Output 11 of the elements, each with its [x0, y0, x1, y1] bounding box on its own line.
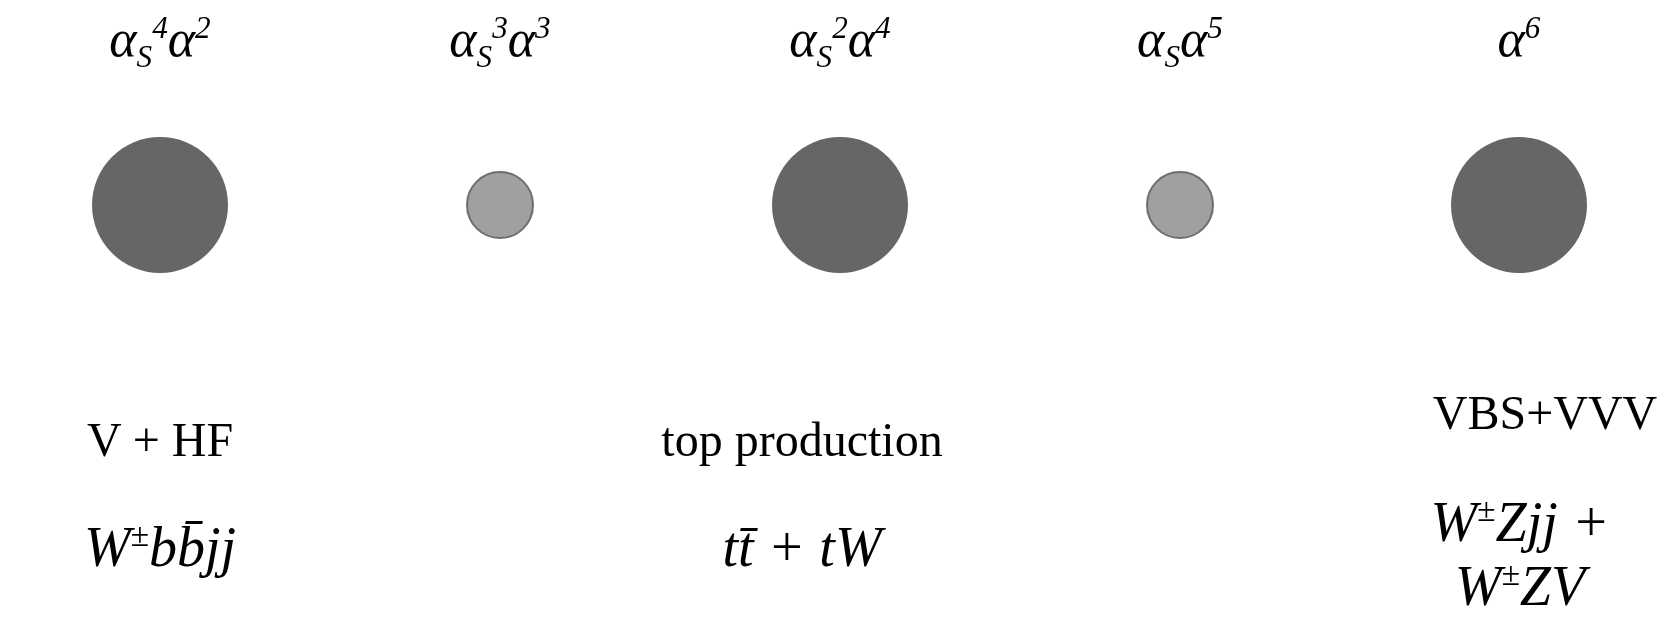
coupling-order-label: α$_{S}$$^{3}$α$^{3}$: [448, 10, 552, 75]
final-state-label: tt̄ + tW: [602, 515, 1002, 580]
process-label: V + HF: [85, 412, 235, 468]
process-label: top production: [660, 412, 944, 468]
coupling-order-label: α$_{S}$$^{2}$α$^{4}$: [788, 10, 892, 75]
coupling-order-label: α$_{S}$α$^{5}$: [1136, 10, 1224, 75]
coupling-order-label: α$^{6}$: [1496, 10, 1542, 68]
coupling-order-label: α$_{S}$$^{4}$α$^{2}$: [108, 10, 212, 75]
process-label: VBS+VVV: [1431, 385, 1659, 441]
final-state-label: W$^{±}$bb̄jj: [82, 515, 238, 580]
final-state-label: W$^{±}$Zjj + W$^{±}$ZV: [1429, 490, 1611, 619]
